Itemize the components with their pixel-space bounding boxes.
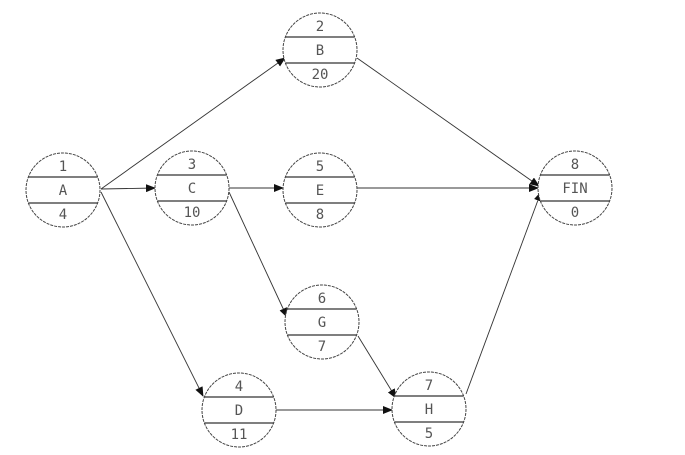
node-e: 5E 8 bbox=[282, 152, 358, 228]
node-circle bbox=[201, 372, 277, 448]
node-name: C bbox=[188, 181, 196, 197]
node-name: H bbox=[425, 402, 433, 418]
node-circle bbox=[537, 150, 613, 226]
node-duration: 8 bbox=[316, 207, 324, 223]
node-number: 6 bbox=[318, 291, 326, 307]
node-duration: 0 bbox=[571, 205, 579, 221]
node-c: 3C 10 bbox=[154, 150, 230, 226]
node-name: A bbox=[59, 183, 68, 199]
node-g: 6G 7 bbox=[284, 284, 360, 360]
node-name: G bbox=[318, 315, 326, 331]
edge-b-to-fin bbox=[356, 57, 540, 187]
node-number: 5 bbox=[316, 159, 324, 175]
node-duration: 5 bbox=[425, 426, 433, 442]
edge-g-to-h bbox=[357, 335, 397, 399]
node-duration: 7 bbox=[318, 339, 326, 355]
edge-h-to-fin bbox=[465, 191, 542, 395]
node-h: 7H 5 bbox=[391, 371, 467, 447]
node-b: 2B 20 bbox=[282, 12, 358, 88]
edge-c-to-g bbox=[228, 191, 288, 318]
node-duration: 20 bbox=[312, 67, 329, 83]
node-a: 1A 4 bbox=[25, 152, 101, 228]
edge-a-to-c bbox=[100, 184, 156, 193]
node-circle bbox=[282, 152, 358, 228]
node-number: 8 bbox=[571, 157, 579, 173]
node-circle bbox=[391, 371, 467, 447]
node-number: 3 bbox=[188, 157, 196, 173]
node-circle bbox=[154, 150, 230, 226]
node-duration: 10 bbox=[184, 205, 201, 221]
node-name: B bbox=[316, 43, 324, 59]
node-name: D bbox=[235, 403, 243, 419]
node-duration: 4 bbox=[59, 207, 67, 223]
node-circle bbox=[284, 284, 360, 360]
node-number: 7 bbox=[425, 378, 433, 394]
node-name: FIN bbox=[562, 181, 587, 197]
node-number: 2 bbox=[316, 19, 324, 35]
edge-a-to-d bbox=[100, 191, 204, 397]
edge-a-to-b bbox=[100, 57, 286, 190]
node-d: 4D 11 bbox=[201, 372, 277, 448]
node-circle bbox=[282, 12, 358, 88]
node-number: 4 bbox=[235, 379, 243, 395]
node-name: E bbox=[316, 183, 324, 199]
node-duration: 11 bbox=[231, 427, 248, 443]
node-circle bbox=[25, 152, 101, 228]
node-number: 1 bbox=[59, 159, 67, 175]
